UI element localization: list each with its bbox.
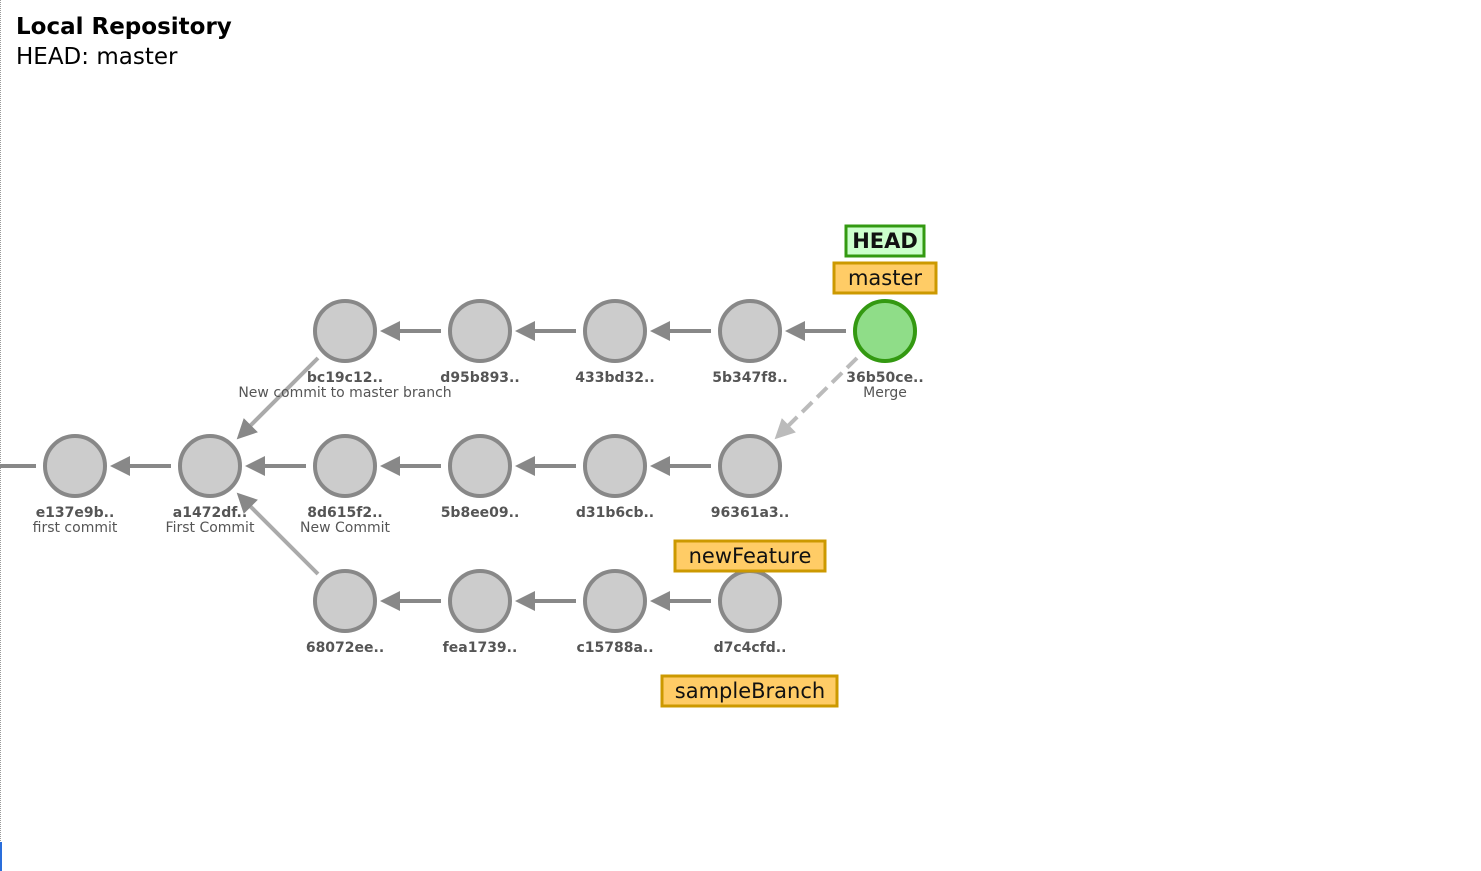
commit-hash: d31b6cb.. [576,505,654,521]
commit-5b347f8[interactable]: 5b347f8.. [712,299,788,386]
branch-label-text: sampleBranch [675,679,825,703]
commit-hash: 5b8ee09.. [441,505,520,521]
head-commit-node[interactable] [853,299,917,363]
commit-hash: d95b893.. [440,370,519,386]
left-border [0,0,1,871]
commit-node[interactable] [718,569,782,633]
commit-hash: 68072ee.. [306,640,384,656]
commit-node[interactable] [718,434,782,498]
commit-68072ee[interactable]: 68072ee.. [306,569,384,656]
commit-node[interactable] [718,299,782,363]
commit-node[interactable] [448,569,512,633]
commit-36b50ce[interactable]: 36b50ce.. Merge [846,299,924,401]
commit-e137e9b[interactable]: e137e9b.. first commit [33,434,118,536]
commit-message: Merge [863,385,907,401]
commit-hash: 5b347f8.. [712,370,787,386]
commit-8d615f2[interactable]: 8d615f2.. New Commit [300,434,391,536]
commit-d7c4cfd[interactable]: d7c4cfd.. [714,569,787,656]
edge-merge-36b50ce-96361a3 [774,356,859,440]
commit-message: New Commit [300,520,390,536]
commit-node[interactable] [178,434,242,498]
head-ref-label[interactable]: HEAD [844,224,926,258]
branch-label-text: newFeature [689,544,812,568]
commit-node[interactable] [313,569,377,633]
edge-68072ee-a1472df [236,492,320,576]
commit-node[interactable] [448,434,512,498]
commit-hash: 8d615f2.. [307,505,382,521]
scroll-accent [0,842,2,871]
commit-node[interactable] [313,299,377,363]
commit-hash: 96361a3.. [711,505,790,521]
commit-message: First Commit [166,520,255,536]
commit-d31b6cb[interactable]: d31b6cb.. [576,434,654,521]
head-ref-text: HEAD [852,229,918,253]
repo-title: Local Repository [16,14,232,40]
branch-label-box [832,261,938,295]
commit-hash: fea1739.. [443,640,518,656]
branch-label-sampleBranch[interactable]: sampleBranch [660,674,839,708]
repo-header: Local Repository HEAD: master [16,12,232,72]
branch-label-master[interactable]: master [832,261,938,295]
commit-node[interactable] [448,299,512,363]
commit-node[interactable] [43,434,107,498]
commit-message: New commit to master branch [238,385,451,401]
commit-hash: bc19c12.. [307,370,383,386]
commit-hash: a1472df.. [173,505,247,521]
head-ref-box [844,224,926,258]
commit-c15788a[interactable]: c15788a.. [576,569,654,656]
commit-hash: d7c4cfd.. [714,640,787,656]
commit-hash: 36b50ce.. [846,370,923,386]
branch-label-newFeature[interactable]: newFeature [673,539,827,573]
edge-bc19c12-a1472df [236,356,320,440]
commit-5b8ee09[interactable]: 5b8ee09.. [441,434,520,521]
commit-message: first commit [33,520,118,536]
branch-label-box [660,674,839,708]
commit-node[interactable] [583,434,647,498]
head-status: HEAD: master [16,44,178,70]
branch-label-box [673,539,827,573]
commit-hash: c15788a.. [576,640,653,656]
commit-hash: e137e9b.. [36,505,115,521]
commit-433bd32[interactable]: 433bd32.. [575,299,655,386]
commit-node[interactable] [313,434,377,498]
commit-d95b893[interactable]: d95b893.. [440,299,520,386]
commit-fea1739[interactable]: fea1739.. [443,569,518,656]
commit-hash: 433bd32.. [575,370,654,386]
commit-node[interactable] [583,569,647,633]
commit-node[interactable] [583,299,647,363]
branch-label-text: master [848,266,922,290]
commit-bc19c12[interactable]: bc19c12.. New commit to master branch [238,299,452,401]
commit-96361a3[interactable]: 96361a3.. [711,434,790,521]
commit-a1472df[interactable]: a1472df.. First Commit [166,434,255,536]
